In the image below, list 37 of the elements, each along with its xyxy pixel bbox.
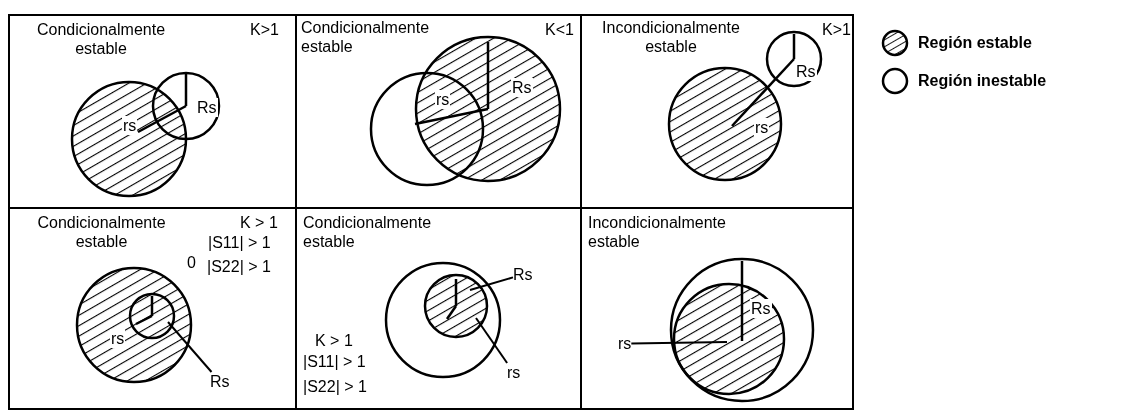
radius-label: Rs [795, 62, 817, 81]
diagram-panel [8, 207, 297, 410]
panel-heading: Incondicionalmente estable [588, 213, 727, 251]
legend-label: Región inestable [918, 71, 1047, 90]
panel-heading: Condicionalmente estable [303, 213, 433, 251]
panel-heading: Condicionalmente estable [35, 20, 167, 58]
condition-label: |S22| > 1 [303, 377, 367, 396]
radius-label: rs [435, 90, 451, 109]
leader-line [630, 341, 728, 345]
leader-line [475, 317, 509, 364]
radius-label: Rs [210, 372, 230, 391]
radius-label: rs [110, 329, 126, 348]
condition-label: |S11| > 1 [208, 233, 271, 252]
radius-label: Rs [750, 299, 772, 318]
panel-heading: Condicionalmente estable [36, 213, 167, 251]
radius-label: Rs [196, 98, 218, 117]
condition-label: K>1 [250, 20, 279, 39]
radius-label: rs [618, 334, 632, 353]
panel-heading: Incondicionalmente estable [601, 18, 741, 56]
diagram-panel [580, 207, 854, 410]
radius-label: Rs [513, 265, 533, 284]
legend-label: Región estable [918, 33, 1032, 52]
condition-label: |S22| > 1 [207, 257, 271, 276]
panel-heading: Condicionalmente estable [301, 18, 431, 56]
condition-label: K > 1 [240, 213, 278, 232]
condition-label: K<1 [545, 20, 574, 39]
radius-label: rs [754, 118, 770, 137]
radius-label: rs [122, 116, 138, 135]
condition-label: K > 1 [315, 331, 353, 350]
leader-line [469, 276, 514, 291]
condition-label: |S11| > 1 [303, 352, 366, 371]
condition-label: K>1 [822, 20, 851, 39]
diagram-panel [8, 14, 297, 209]
leader-line [167, 321, 213, 373]
radius-label: Rs [511, 78, 533, 97]
diagram-panel [580, 14, 854, 209]
radius-label: rs [507, 363, 521, 382]
